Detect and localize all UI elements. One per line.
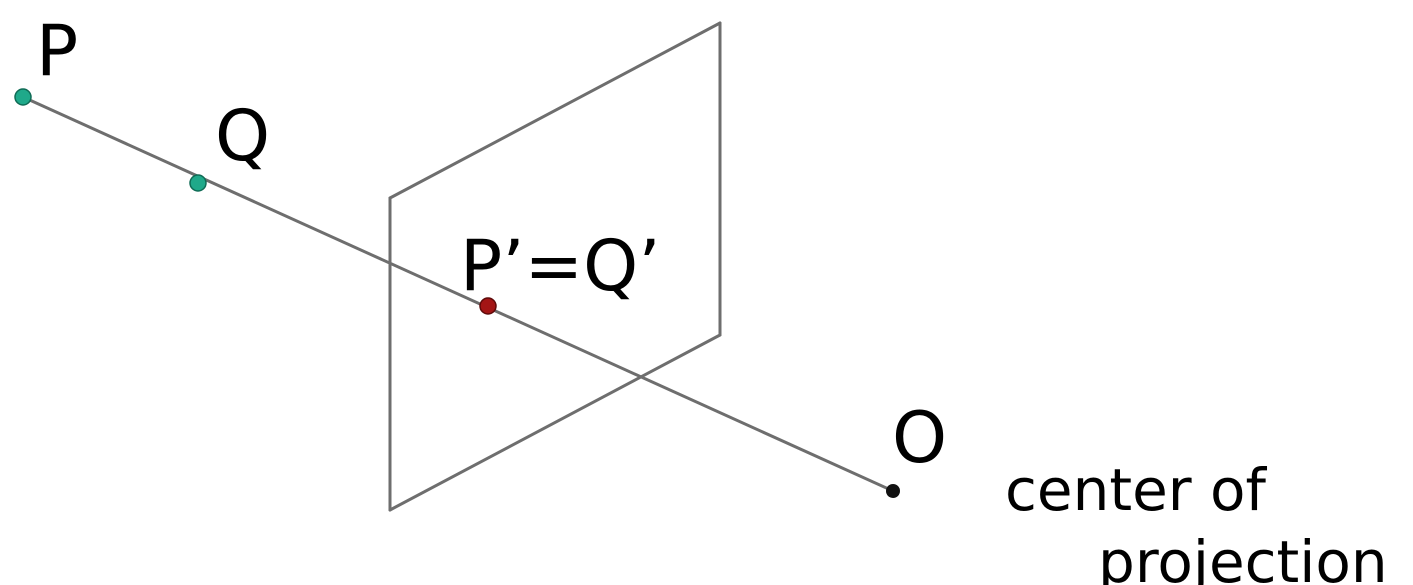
point-q-label: Q xyxy=(215,95,270,177)
point-p-label: P xyxy=(36,10,78,92)
center-caption-line1: center of xyxy=(1005,456,1268,524)
image-plane-top-edge xyxy=(388,21,722,200)
projected-point-label: P’=Q’ xyxy=(460,225,660,307)
projection-ray xyxy=(22,95,894,493)
center-caption-line2: projection xyxy=(1098,528,1388,585)
point-p-marker xyxy=(14,88,32,106)
point-q-marker xyxy=(189,174,207,192)
center-point-marker xyxy=(886,484,900,498)
image-plane-bottom-edge xyxy=(388,333,722,512)
center-point-label: O xyxy=(892,397,947,479)
projected-point-marker xyxy=(479,297,497,315)
